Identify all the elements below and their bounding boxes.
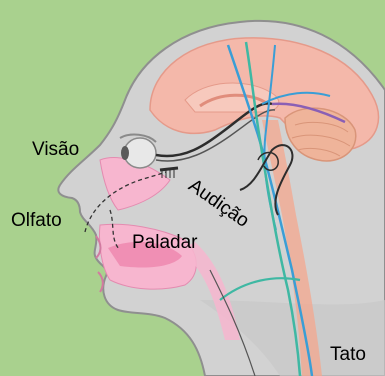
label-taste: Paladar: [132, 233, 198, 252]
label-touch: Tato: [330, 345, 366, 364]
label-smell: Olfato: [11, 211, 62, 230]
eye-lens: [121, 146, 129, 160]
olfactory-bulb: [160, 168, 178, 170]
label-vision: Visão: [32, 140, 79, 159]
